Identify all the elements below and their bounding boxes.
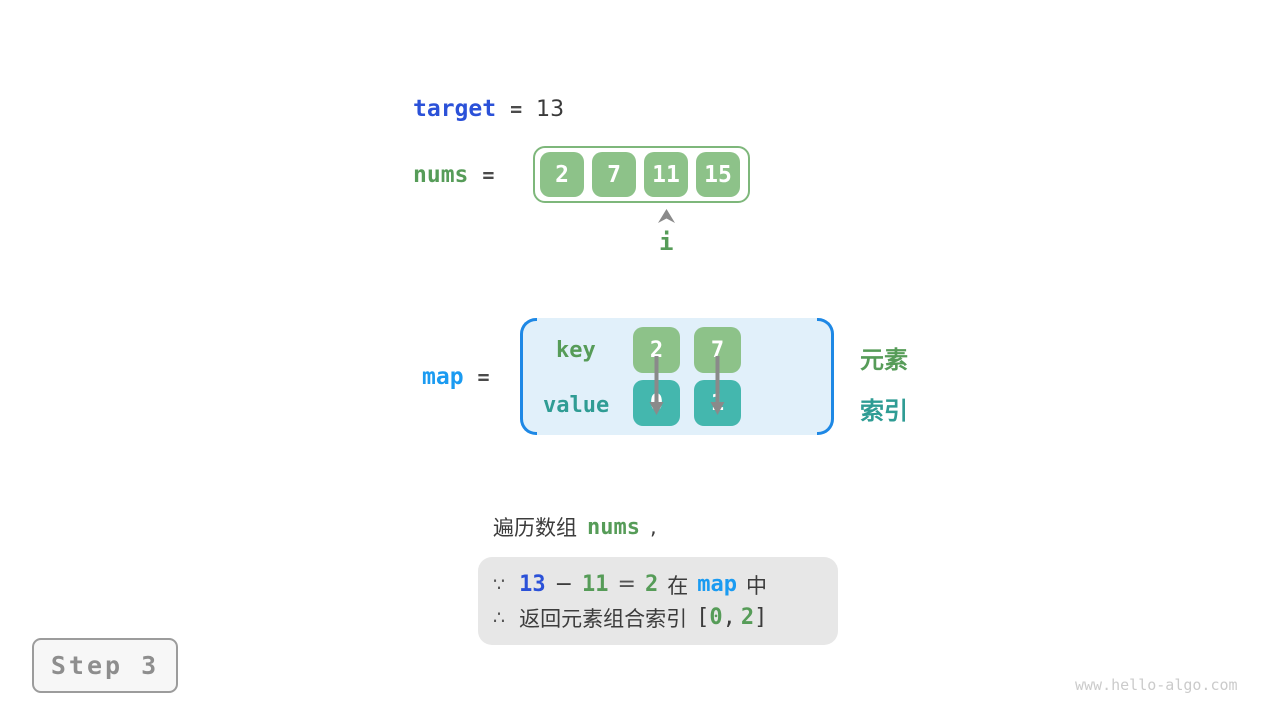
map-right-bracket xyxy=(817,318,834,435)
within-word: 中 xyxy=(745,573,767,598)
conclusion-line-therefore: ∴ 返回元素组合索引 [ 0 , 2 ] xyxy=(493,601,838,634)
minus-sign: − xyxy=(554,572,574,597)
caption-prefix: 遍历数组 xyxy=(493,516,577,540)
map-key-cell: 2 xyxy=(633,327,680,373)
equals-sign: = xyxy=(617,572,636,597)
target-value: 13 xyxy=(536,96,565,122)
because-symbol: ∵ xyxy=(493,573,506,596)
therefore-symbol: ∴ xyxy=(493,606,506,629)
target-value: 13 xyxy=(519,572,546,597)
equals-sign: = xyxy=(510,97,523,121)
map-container: key value 2 7 0 1 xyxy=(520,318,834,435)
map-value-cell: 0 xyxy=(633,380,680,426)
map-value-cell: 1 xyxy=(694,380,741,426)
open-bracket: [ xyxy=(696,605,710,630)
map-name: map xyxy=(697,572,737,597)
nums-array-cell: 7 xyxy=(592,152,636,197)
result-index-second: 2 xyxy=(740,605,755,630)
map-key-cell: 7 xyxy=(694,327,741,373)
target-variable-name: target xyxy=(413,96,497,122)
nums-array-cell: 11 xyxy=(644,152,688,197)
caption-line: 遍历数组 nums , xyxy=(493,513,657,541)
nums-array: 2 7 11 15 xyxy=(533,146,750,203)
target-row: target = 13 xyxy=(413,94,564,124)
nums-row-label: nums = xyxy=(413,160,508,190)
index-side-label: 索引 xyxy=(860,397,908,425)
equals-sign: = xyxy=(477,365,490,389)
map-row-label: map = xyxy=(422,362,504,392)
complement-value: 2 xyxy=(644,572,659,597)
equals-sign: = xyxy=(482,163,495,187)
step-label: Step 3 xyxy=(50,651,160,680)
map-variable-name: map xyxy=(422,364,464,390)
result-index-first: 0 xyxy=(709,605,723,630)
nums-array-cell: 15 xyxy=(696,152,740,197)
index-pointer-arrow-icon xyxy=(658,209,675,228)
close-bracket: ] xyxy=(754,605,768,630)
site-watermark: www.hello-algo.com xyxy=(1075,676,1238,694)
comma: , xyxy=(722,605,736,630)
conclusion-line-because: ∵ 13 − 11 = 2 在 map 中 xyxy=(493,568,838,601)
conclusion-box: ∵ 13 − 11 = 2 在 map 中 ∴ 返回元素组合索引 [ 0 , 2… xyxy=(478,557,838,645)
step-badge: Step 3 xyxy=(32,638,178,693)
in-word: 在 xyxy=(667,573,689,598)
nums-array-cell: 2 xyxy=(540,152,584,197)
nums-variable-name: nums xyxy=(413,162,469,188)
map-key-label: key xyxy=(556,338,596,363)
map-left-bracket xyxy=(520,318,537,435)
map-value-label: value xyxy=(543,393,610,418)
current-element-value: 11 xyxy=(582,572,609,597)
index-pointer-label: i xyxy=(659,228,674,256)
caption-comma: , xyxy=(649,515,657,539)
caption-nums-code: nums xyxy=(587,514,640,540)
return-text: 返回元素组合索引 xyxy=(519,606,688,631)
element-side-label: 元素 xyxy=(860,346,908,374)
